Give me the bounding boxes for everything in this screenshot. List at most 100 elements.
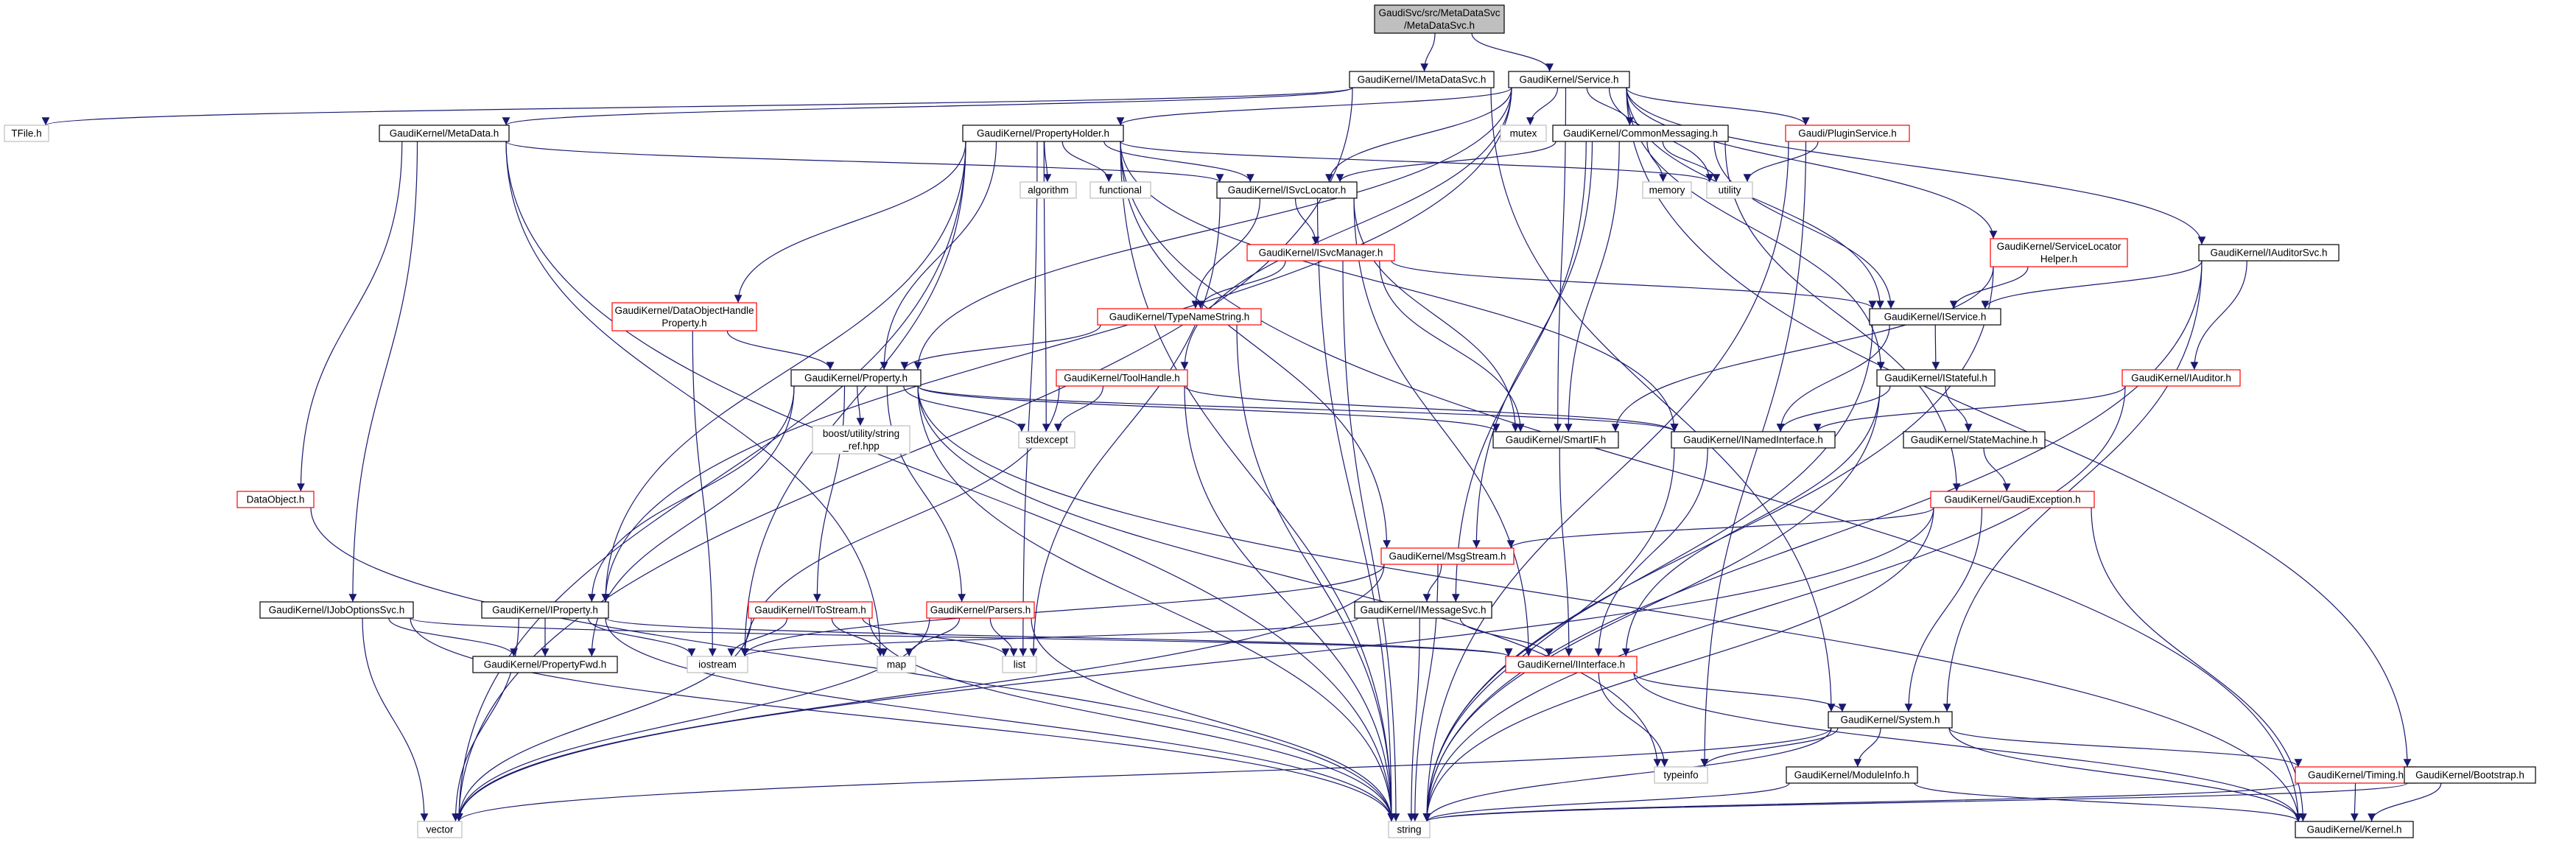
node-root[interactable]: GaudiSvc/src/MetaDataSvc/MetaDataSvc.h [1374,4,1505,34]
node-box [1089,181,1151,199]
node-ijoboptionssvc[interactable]: GaudiKernel/IJobOptionsSvc.h [259,601,414,619]
node-label: GaudiKernel/IMetaDataSvc.h [1358,74,1487,85]
edge [1120,141,1714,183]
node-utility: utility [1706,181,1753,199]
edge [1422,564,1442,603]
node-label: stdexcept [1025,435,1068,446]
node-imetadatasvc[interactable]: GaudiKernel/IMetaDataSvc.h [1349,71,1495,88]
edge [505,141,1396,822]
node-label: boost/utility/string [823,428,899,439]
edge-iinterface-to-kernel [1633,672,2303,822]
edge [1472,141,1593,549]
node-label: GaudiKernel/StateMachine.h [1911,435,2038,446]
node-typeinfo: typeinfo [1654,766,1708,784]
node-box [877,656,916,673]
edge-statemachine-to-gaudiexception [1983,447,2011,492]
edge-iservice-to-istateful [1931,324,1940,371]
edge [727,617,788,657]
node-parsers[interactable]: GaudiKernel/Parsers.h [926,601,1035,619]
edge-typenamestring-to-property [900,324,1101,371]
node-typenamestring[interactable]: GaudiKernel/TypeNameString.h [1097,308,1262,326]
node-isvclocator[interactable]: GaudiKernel/ISvcLocator.h [1216,181,1358,199]
edge [1904,507,1983,712]
node-gaudiexception[interactable]: GaudiKernel/GaudiException.h [1930,491,2095,508]
node-propertyholder[interactable]: GaudiKernel/PropertyHolder.h [962,125,1124,142]
node-label: GaudiKernel/Parsers.h [930,605,1031,616]
node-service[interactable]: GaudiKernel/Service.h [1508,71,1630,88]
node-msgstream[interactable]: GaudiKernel/MsgStream.h [1380,547,1515,565]
node-box [236,491,315,508]
node-layer: GaudiSvc/src/MetaDataSvc/MetaDataSvc.hGa… [4,4,2536,838]
edge [601,87,1512,603]
node-box [1018,431,1075,449]
edge-inamedinterface-to-string [1422,447,1675,822]
edge-gaudiexception-to-string [1422,507,1934,822]
node-box [1019,181,1077,199]
node-inamedinterface[interactable]: GaudiKernel/INamedInterface.h [1671,431,1836,449]
node-toolhandle[interactable]: GaudiKernel/ToolHandle.h [1056,369,1188,387]
edge [1029,197,1221,657]
edge [989,617,1018,657]
node-label: GaudiKernel/ServiceLocator [1997,241,2121,252]
node-imessagesvc[interactable]: GaudiKernel/IMessageSvc.h [1354,601,1492,619]
edge [1325,87,1512,183]
edge-property-to-typeinfo [917,385,1662,768]
node-box [1216,181,1358,199]
edge-istateful-to-iinterface [1621,385,1881,657]
edge [1626,87,1998,239]
node-label: GaudiKernel/Kernel.h [2306,824,2401,835]
node-iostream: iostream [687,656,748,673]
node-system[interactable]: GaudiKernel/System.h [1828,711,1953,729]
node-moduleinfo[interactable]: GaudiKernel/ModuleInfo.h [1786,766,1918,784]
edge-metadata-to-isvclocator [505,141,1224,183]
node-stdexcept: stdexcept [1018,431,1075,449]
node-timing[interactable]: GaudiKernel/Timing.h [2295,766,2417,784]
node-statemachine[interactable]: GaudiKernel/StateMachine.h [1903,431,2046,449]
node-iproperty[interactable]: GaudiKernel/IProperty.h [481,601,609,619]
node-box [472,656,618,673]
node-bootstrap[interactable]: GaudiKernel/Bootstrap.h [2404,766,2536,784]
node-iinterface[interactable]: GaudiKernel/IInterface.h [1505,656,1638,673]
node-smartif[interactable]: GaudiKernel/SmartIF.h [1492,431,1619,449]
node-box [2295,821,2414,838]
edge [1196,260,1286,309]
node-iauditor[interactable]: GaudiKernel/IAuditor.h [2121,369,2241,387]
edge-gaudiexception-to-vector [455,507,1934,822]
edge-service-to-property [913,87,1512,371]
node-map: map [877,656,916,673]
edge-msgstream-to-vector [455,564,1385,822]
node-dataobject[interactable]: DataObject.h [236,491,315,508]
edge-servicelocatorhelper-to-smartif [1611,266,1994,432]
edge-ijoboptionssvc-to-propertyfwd [388,617,518,657]
node-label: GaudiKernel/PropertyHolder.h [977,128,1109,139]
node-label: mutex [1510,128,1537,139]
edge [452,617,519,822]
edge-parsers-to-list [989,617,1018,657]
edge [1407,617,1420,822]
edge-toolhandle-to-inamedinterface [1184,385,1679,432]
node-iauditorsvc[interactable]: GaudiKernel/IAuditorSvc.h [2198,244,2340,262]
node-iservice[interactable]: GaudiKernel/IService.h [1869,308,2001,326]
node-propertyfwd[interactable]: GaudiKernel/PropertyFwd.h [472,656,618,673]
node-box [2198,244,2340,262]
node-property[interactable]: GaudiKernel/Property.h [790,369,922,387]
edge-parsers-to-vector [455,617,930,822]
node-isvcmanager[interactable]: GaudiKernel/ISvcManager.h [1246,244,1395,262]
edge-property-to-inamedinterface [917,385,1679,432]
edge [1316,197,1396,822]
node-box [1642,181,1692,199]
node-istateful[interactable]: GaudiKernel/IStateful.h [1876,369,1996,387]
edge-propertyholder-to-algorithm [1043,141,1052,183]
node-metadata[interactable]: GaudiKernel/MetaData.h [379,125,510,142]
node-kernel[interactable]: GaudiKernel/Kernel.h [2295,821,2414,838]
node-string: string [1388,821,1431,838]
node-commonmessaging[interactable]: GaudiKernel/CommonMessaging.h [1552,125,1729,142]
edge-pluginservice-to-typeinfo [1700,141,1807,768]
node-pluginservice[interactable]: Gaudi/PluginService.h [1785,125,1910,142]
node-label: GaudiKernel/CommonMessaging.h [1563,128,1718,139]
node-box [1388,821,1431,838]
node-itostream[interactable]: GaudiKernel/IToStream.h [748,601,873,619]
